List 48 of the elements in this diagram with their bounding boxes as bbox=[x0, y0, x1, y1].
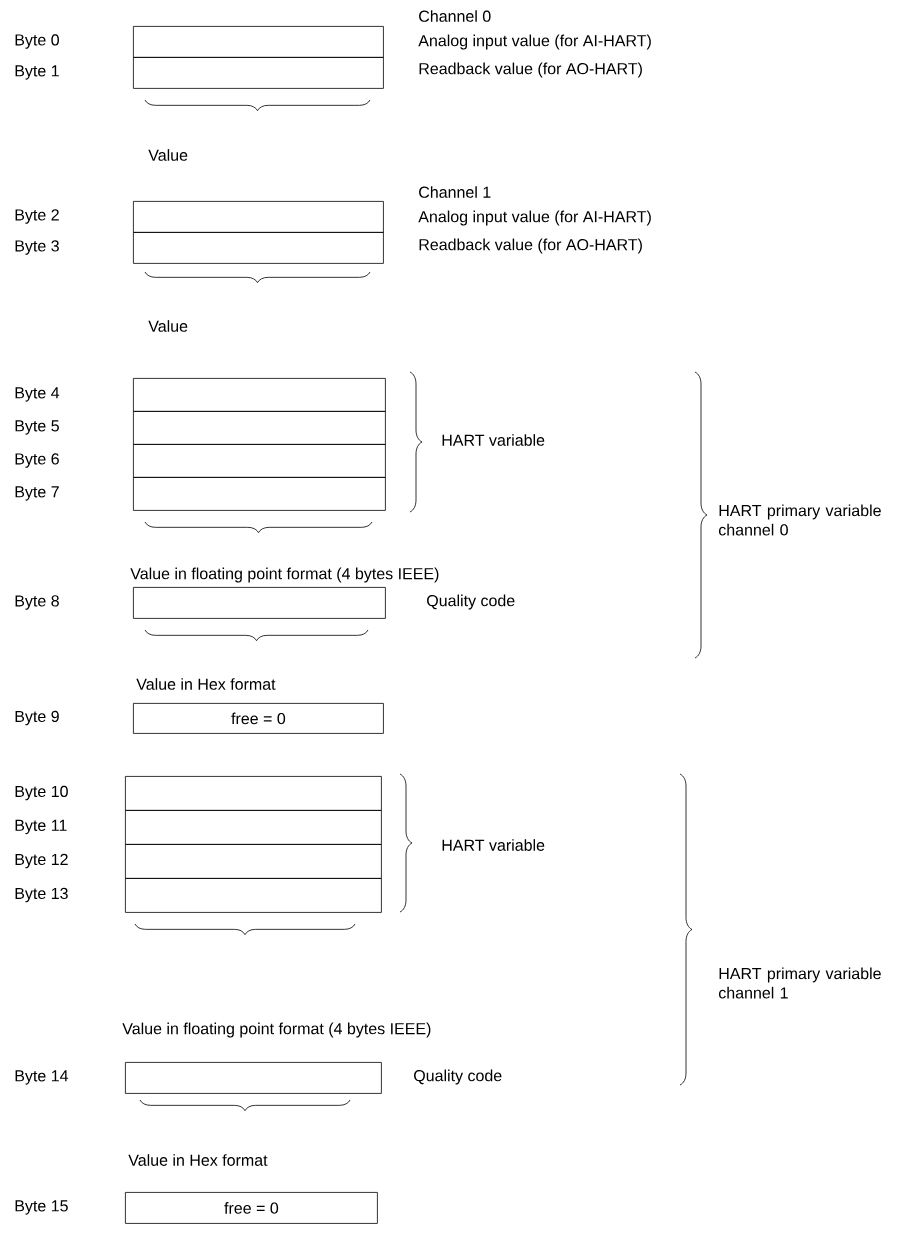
annotation-text: Analog input value (for AI-HART) bbox=[418, 34, 651, 50]
byte-cell bbox=[125, 810, 382, 845]
annotation-text: Channel 0 bbox=[419, 10, 491, 22]
byte-field: free = 0 bbox=[125, 1192, 378, 1224]
byte-cell bbox=[133, 411, 386, 445]
byte-label: Byte 7 bbox=[15, 486, 59, 501]
byte-label: Byte 4 bbox=[15, 387, 60, 402]
byte-label: Byte 6 bbox=[15, 453, 59, 468]
byte-label: Byte 10 bbox=[15, 785, 68, 801]
byte-cell bbox=[133, 201, 384, 233]
byte-field: free = 0 bbox=[133, 703, 384, 734]
byte-cell bbox=[133, 26, 384, 58]
byte-cell bbox=[125, 878, 382, 913]
annotation-text: Readback value (for AO-HART) bbox=[419, 62, 642, 78]
annotation-text: Value bbox=[148, 320, 188, 332]
annotation-text: Value in Hex format bbox=[128, 1154, 268, 1166]
annotation-text: Value in floating point format (4 bytes IEEE) bbox=[122, 1022, 431, 1038]
byte-label: Byte 12 bbox=[15, 853, 68, 869]
annotation-text: Analog input value (for AI-HART) bbox=[418, 210, 651, 226]
byte-label: Byte 3 bbox=[15, 240, 59, 255]
annotation-text: Quality code bbox=[414, 1069, 502, 1085]
byte-label: Byte 15 bbox=[15, 1200, 68, 1215]
byte-label: Byte 8 bbox=[15, 595, 59, 610]
annotation-text: Channel 1 bbox=[419, 186, 491, 198]
annotation-text: HART variable bbox=[442, 839, 545, 851]
byte-label: Byte 11 bbox=[15, 819, 67, 835]
byte-label: Byte 2 bbox=[15, 209, 59, 224]
byte-cell bbox=[125, 776, 382, 811]
byte-cell bbox=[125, 844, 382, 879]
byte-cell bbox=[133, 378, 386, 412]
byte-label: Byte 0 bbox=[15, 34, 59, 49]
annotation-text: Readback value (for AO-HART) bbox=[419, 238, 642, 254]
annotation-text: HART variable bbox=[442, 434, 545, 446]
annotation-text: Quality code bbox=[427, 594, 515, 610]
annotation-text: HART primary variable channel 0 bbox=[718, 504, 881, 536]
byte-label: Byte 13 bbox=[15, 887, 68, 903]
annotation-text: HART primary variable channel 1 bbox=[718, 967, 881, 999]
byte-cell bbox=[133, 57, 384, 89]
byte-label: Byte 9 bbox=[15, 710, 59, 726]
byte-cell bbox=[133, 444, 386, 478]
byte-cell bbox=[133, 587, 386, 619]
byte-cell bbox=[133, 232, 384, 264]
byte-cell bbox=[133, 477, 386, 511]
annotation-text: Value bbox=[148, 149, 188, 161]
byte-cell bbox=[125, 1062, 382, 1094]
byte-label: Byte 1 bbox=[15, 65, 59, 80]
byte-label: Byte 5 bbox=[15, 420, 59, 435]
byte-label: Byte 14 bbox=[15, 1070, 69, 1085]
